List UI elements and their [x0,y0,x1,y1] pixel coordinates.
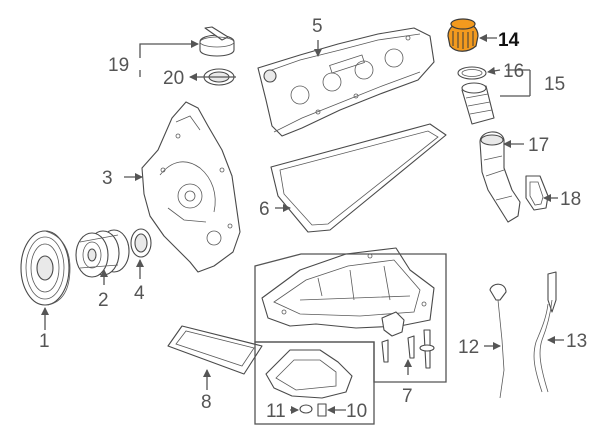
dipstick [489,283,507,399]
oil-pickup-and-bolts [381,311,435,369]
leader-lines [41,34,564,414]
oil-filter-housing [479,131,521,223]
callout-3: 3 [102,168,113,189]
filter-o-ring [457,66,487,80]
callout-10: 10 [346,401,367,422]
callout-18: 18 [560,189,581,210]
dipstick-tube [533,271,557,393]
bracket-15 [500,69,531,97]
callout-14: 14 [498,30,520,51]
callout-11: 11 [266,401,286,422]
lower-oil-pan [265,349,353,417]
bracket-19 [139,40,199,58]
callout-12: 12 [458,337,479,358]
oil-pan-gasket [167,325,263,375]
upper-oil-pan [261,247,435,329]
callout-19: 19 [108,55,129,76]
oil-filter-cap [447,18,479,52]
callout-4: 4 [134,283,145,304]
oil-filter-element [461,82,495,125]
callout-13: 13 [566,331,587,352]
lower-pan-frame [254,341,375,425]
harmonic-balancer [75,229,130,278]
timing-cover [141,101,241,273]
callout-5: 5 [312,16,323,37]
callout-2: 2 [98,290,109,311]
oil-filler-cap [199,26,235,57]
callout-8: 8 [201,392,212,413]
callout-15: 15 [544,74,565,95]
callout-6: 6 [259,199,270,220]
callout-1: 1 [39,331,50,352]
housing-gasket [525,175,549,211]
valve-cover-gasket [270,123,447,233]
valve-cover [257,27,435,137]
crankshaft-pulley [20,230,71,306]
front-seal [130,228,152,258]
callout-17: 17 [528,135,549,156]
callout-20: 20 [163,68,184,89]
callout-7: 7 [402,386,413,407]
callout-16: 16 [503,61,524,82]
